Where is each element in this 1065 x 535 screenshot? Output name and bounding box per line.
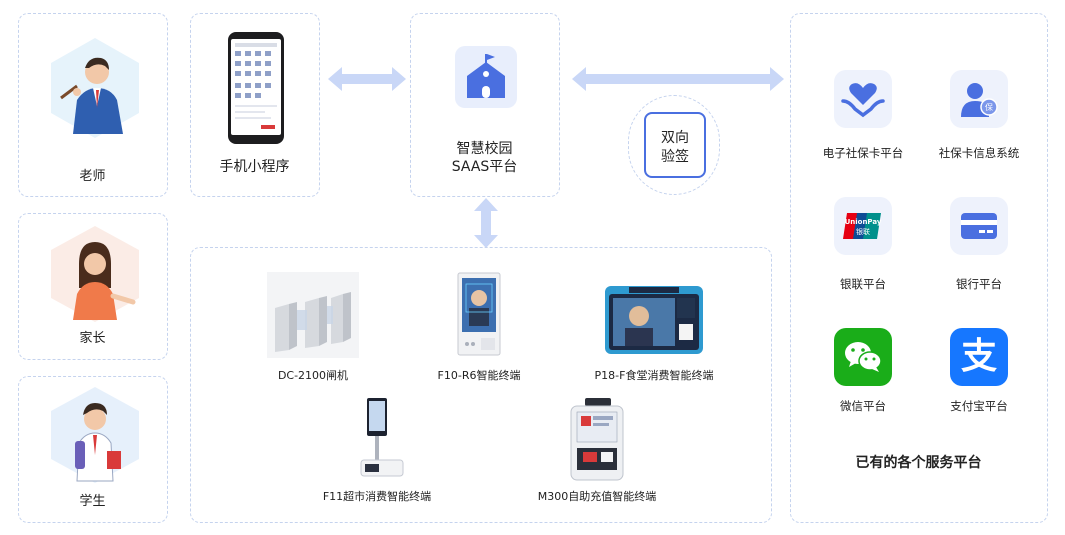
canteen-terminal-p18-icon (605, 286, 703, 354)
turnstile-gate-icon (267, 272, 359, 358)
platforms-card: 电子社保卡平台 保 社保卡信息系统 UnionPay 银联 银联平台 银行平台 (790, 13, 1048, 523)
role-label-parent: 家长 (79, 331, 106, 346)
supermarket-terminal-f11-icon (360, 398, 404, 477)
role-card-teacher: 老师 (18, 13, 168, 197)
device-label-p18: P18-F食堂消费智能终端 (594, 369, 714, 382)
arrow-miniapp-saas (328, 67, 406, 91)
recharge-terminal-m300-icon (570, 398, 624, 481)
parent-avatar-icon (51, 226, 139, 322)
platforms-title: 已有的各个服务平台 (855, 455, 982, 471)
alipay-logo-text: 支 (960, 336, 997, 377)
unionpay-icon: UnionPay 银联 (834, 197, 892, 255)
role-card-student: 学生 (18, 376, 168, 523)
wechat-icon (834, 328, 892, 386)
insured-person-icon: 保 (950, 70, 1008, 128)
device-label-dc2100: DC-2100闸机 (277, 369, 349, 382)
arrow-saas-devices (474, 198, 498, 248)
devices-card: DC-2100闸机 F10-R6智能终端 P18-F食堂消费智能终端 F11超市… (190, 247, 772, 523)
verify-badge-outer (628, 95, 720, 195)
platform-label-3: 银行平台 (956, 277, 1002, 291)
miniapp-card: 手机小程序 (190, 13, 320, 197)
device-label-m300: M300自助充值智能终端 (537, 490, 657, 503)
school-icon (455, 46, 517, 108)
saas-label-line1: 智慧校园 (456, 141, 513, 157)
arrow-saas-platforms (572, 67, 784, 91)
role-card-parent: 家长 (18, 213, 168, 360)
verify-line1: 双向 (661, 130, 689, 146)
saas-label-line2: SAAS平台 (451, 159, 518, 175)
alipay-icon: 支 (950, 328, 1008, 386)
role-label-student: 学生 (79, 494, 106, 509)
unionpay-logo-text: UnionPay (845, 218, 882, 226)
unionpay-logo-sub: 银联 (856, 227, 870, 236)
platform-label-4: 微信平台 (840, 399, 886, 413)
role-label-teacher: 老师 (79, 169, 106, 184)
svg-text:保: 保 (985, 102, 993, 112)
saas-card: 智慧校园 SAAS平台 (410, 13, 560, 197)
verify-badge: 双向 验签 (644, 112, 706, 178)
bank-card-icon (950, 197, 1008, 255)
miniapp-label: 手机小程序 (219, 159, 290, 175)
platform-label-0: 电子社保卡平台 (822, 146, 904, 160)
teacher-avatar-icon (51, 38, 139, 138)
device-label-f11: F11超市消费智能终端 (322, 490, 432, 503)
verify-line2: 验签 (661, 149, 689, 165)
device-label-f10: F10-R6智能终端 (437, 369, 521, 382)
platform-label-2: 银联平台 (840, 277, 886, 291)
face-terminal-f10-icon (457, 272, 501, 356)
heart-hands-icon (834, 70, 892, 128)
platform-label-1: 社保卡信息系统 (938, 146, 1020, 160)
phone-icon (228, 32, 284, 144)
platform-label-5: 支付宝平台 (950, 399, 1008, 413)
student-avatar-icon (51, 387, 139, 483)
